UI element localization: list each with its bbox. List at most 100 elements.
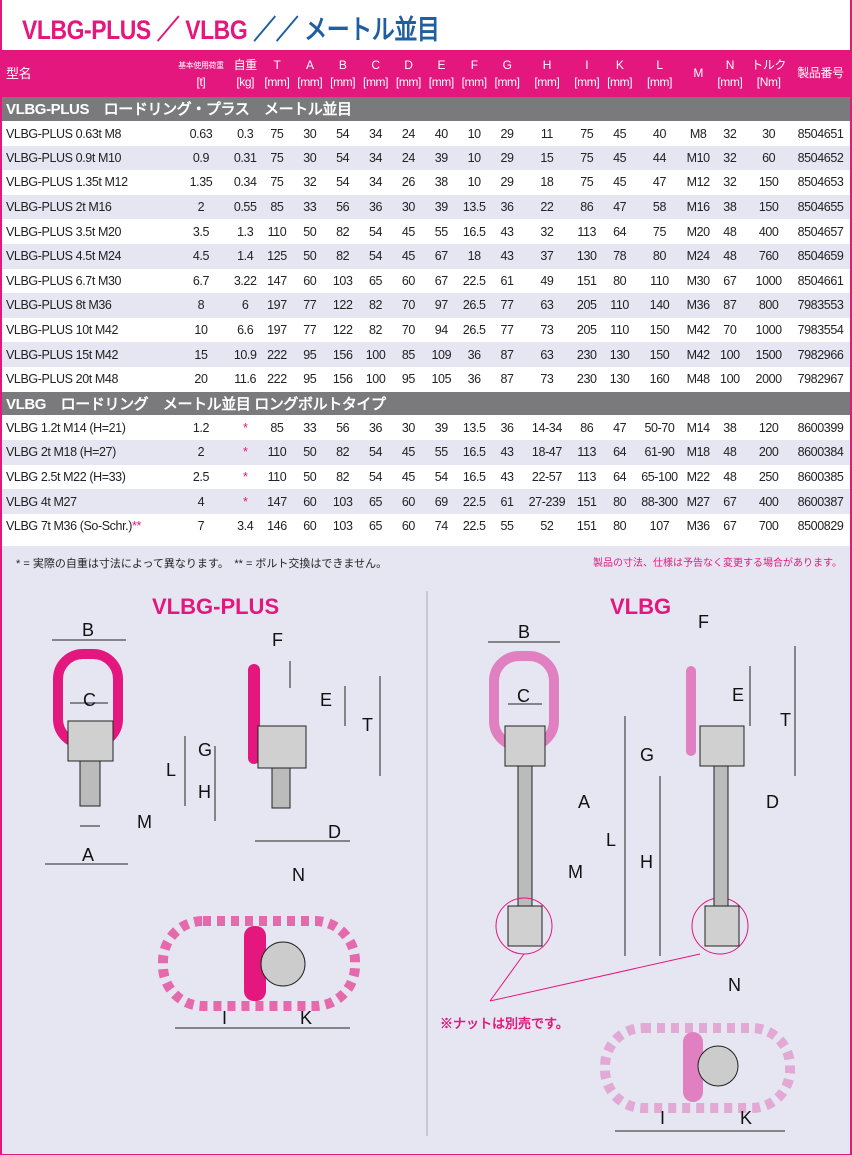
column-label: L: [656, 57, 663, 72]
table-cell: 10: [457, 145, 491, 171]
table-cell: 32: [723, 175, 737, 190]
table-cell: *: [242, 470, 248, 485]
table-cell: 39: [424, 145, 458, 171]
table-cell: 6: [229, 293, 261, 318]
table-cell: 800: [746, 293, 792, 318]
table-cell: 16.5: [462, 224, 486, 239]
table-cell: 50: [293, 243, 327, 269]
label-e: E: [320, 690, 332, 710]
table-header: 型名基本使用荷重[t]自重[kg]T[mm]A[mm]B[mm]C[mm]D[m…: [2, 50, 850, 97]
table-cell: 160: [649, 372, 670, 387]
column-label: H: [542, 57, 552, 72]
table-cell: 1000: [755, 323, 783, 338]
table-cell: 60: [746, 145, 792, 171]
table-cell: 7983554: [797, 323, 844, 338]
table-cell: 8600399: [797, 421, 844, 436]
label-i: I: [222, 1008, 227, 1028]
label-c-vlbg: C: [517, 686, 530, 706]
table-cell: 113: [577, 224, 597, 239]
table-cell: *: [242, 421, 248, 436]
table-cell: 6.7: [192, 273, 210, 288]
label-b: B: [82, 620, 94, 640]
label-m: M: [137, 812, 152, 832]
vlbg-plus-side-view: [184, 661, 381, 842]
table-cell: M22: [686, 470, 711, 485]
vlbg-top-view: [600, 1023, 795, 1132]
table-cell: 100: [720, 372, 740, 387]
table-cell: 147: [260, 489, 294, 514]
table-cell: M36: [686, 519, 711, 534]
table-cell: VLBG 7t M36 (So-Schr.)**: [6, 519, 141, 534]
table-cell: M8: [689, 126, 707, 141]
table-cell: 75: [570, 145, 604, 171]
table-cell: 36: [359, 194, 392, 220]
table-cell: 2: [172, 194, 230, 220]
column-header: B[mm]: [326, 50, 360, 97]
table-cell: 1.4: [229, 243, 261, 269]
table-cell: 22-57: [531, 470, 562, 485]
table-cell: 37: [523, 243, 571, 269]
table-cell: 13.5: [457, 194, 491, 220]
section-header: VLBG ロードリング メートル並目 ロングボルトタイプ: [2, 391, 850, 417]
table-cell: 0.31: [229, 145, 261, 171]
table-cell: 109: [424, 342, 458, 367]
table-cell: 61-90: [636, 440, 683, 465]
column-label: M: [693, 66, 703, 80]
footnote-left: * = 実際の自重は寸法によって異なります。 ** = ボルト交換はできません。: [16, 558, 388, 570]
table-cell: 150: [758, 175, 779, 190]
table-cell: 29: [490, 145, 524, 171]
table-cell: 7983553: [791, 293, 850, 318]
table-cell: 67: [434, 273, 449, 288]
table-cell: 197: [267, 323, 287, 338]
column-label: N: [725, 57, 735, 72]
table-cell: *: [229, 440, 261, 465]
table-cell: 1.3: [237, 224, 254, 239]
table-cell: 32: [723, 126, 737, 141]
table-cell: 18-47: [523, 440, 571, 465]
table-cell: 43: [500, 470, 515, 485]
table-cell: 77: [303, 323, 317, 338]
table-cell: 110: [260, 440, 294, 465]
table-cell: VLBG 2t M18 (H=27): [2, 440, 173, 465]
table-cell: 74: [434, 519, 449, 534]
table-cell: 85: [270, 421, 284, 436]
table-cell: 94: [434, 323, 449, 338]
column-unit: [mm]: [607, 74, 633, 89]
title-thread: ／／ メートル並目: [253, 15, 440, 45]
table-cell: 60: [392, 489, 425, 514]
table-cell: 10.9: [229, 342, 261, 367]
table-cell: 54: [359, 440, 392, 465]
table-cell: 36: [467, 372, 482, 387]
table-cell: 38: [713, 194, 747, 220]
column-label: F: [470, 57, 478, 72]
table-cell: 36: [490, 194, 524, 220]
table-cell: 151: [576, 273, 597, 288]
table-cell: 22.5: [457, 489, 491, 514]
table-cell: 36: [500, 421, 515, 436]
table-cell: 146: [267, 519, 287, 534]
table-cell: 80: [613, 273, 627, 288]
table-cell: 50: [303, 470, 317, 485]
section-title: VLBG-PLUS ロードリング・プラス メートル並目: [2, 97, 850, 122]
table-cell: 36: [369, 421, 383, 436]
nut-note: ※ナットは別売です。: [440, 1016, 569, 1031]
table-cell: 97: [424, 293, 458, 318]
table-cell: 60: [303, 519, 317, 534]
table-cell: 4.5: [172, 243, 230, 269]
label-k: K: [300, 1008, 312, 1028]
table-cell: 8600387: [791, 489, 850, 514]
column-label: トルク: [751, 57, 787, 72]
table-cell: 0.3: [237, 126, 254, 141]
table-cell: 15: [523, 145, 571, 171]
table-cell: 67: [723, 519, 737, 534]
table-cell: VLBG-PLUS 2t M16: [2, 194, 173, 220]
table-cell: 39: [424, 194, 458, 220]
table-cell: 95: [303, 372, 317, 387]
table-cell: 150: [746, 194, 792, 220]
column-label: C: [371, 57, 380, 72]
table-cell: 88-300: [636, 489, 683, 514]
